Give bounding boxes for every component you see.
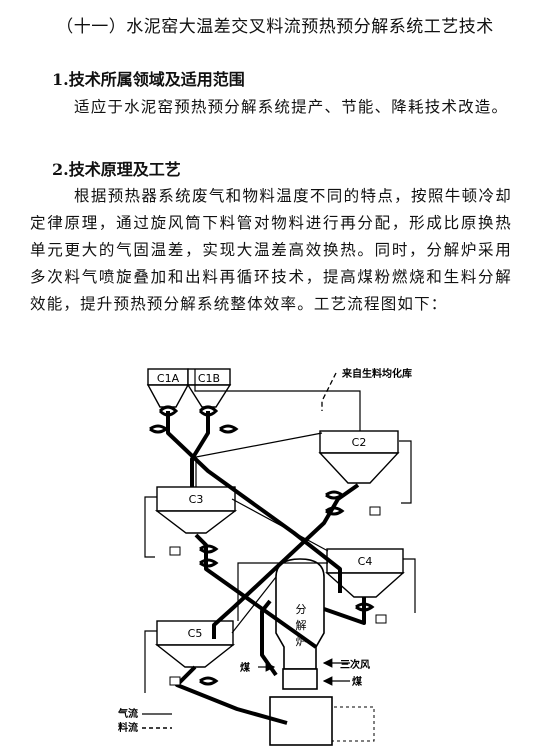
process-flow-diagram: C1A C1B C2 C3 C4 C5 分 解 炉 bbox=[117, 367, 416, 746]
label-calciner-2: 解 bbox=[296, 618, 307, 632]
cyclone-c5 bbox=[154, 620, 236, 668]
label-c1b: C1B bbox=[198, 372, 220, 385]
section-1-paragraph: 适应于水泥窑预热预分解系统提产、节能、降耗技术改造。 bbox=[74, 98, 509, 116]
flap-valves bbox=[149, 424, 375, 686]
material-ducts bbox=[166, 411, 366, 725]
label-feed: 来自生料均化库 bbox=[341, 367, 412, 380]
label-calciner-1: 分 bbox=[296, 603, 307, 616]
cyclone-c2 bbox=[318, 430, 400, 484]
cyclone-c1 bbox=[146, 368, 232, 408]
document-title: （十一）水泥窑大温差交叉料流预热预分解系统工艺技术 bbox=[56, 17, 494, 37]
calciner bbox=[269, 558, 333, 746]
feed-line bbox=[321, 372, 337, 411]
cyclone-c4 bbox=[325, 548, 405, 598]
flap-valves-c1 bbox=[158, 405, 219, 417]
label-c5: C5 bbox=[188, 627, 203, 640]
section-2-heading: 2.技术原理及工艺 bbox=[52, 160, 181, 179]
label-c1a: C1A bbox=[157, 372, 180, 385]
label-c4: C4 bbox=[358, 555, 373, 568]
material-splitters bbox=[169, 506, 387, 686]
label-c2: C2 bbox=[352, 436, 367, 449]
legend-material-label: 料流 bbox=[118, 721, 138, 734]
label-c3: C3 bbox=[189, 493, 204, 506]
legend-gas-label: 气流 bbox=[117, 707, 138, 720]
label-coal-right: 煤 bbox=[352, 675, 362, 688]
cyclone-c3 bbox=[154, 486, 238, 534]
label-coal-left: 煤 bbox=[240, 661, 250, 674]
section-2-paragraph: 根据预热器系统废气和物料温度不同的特点，按照牛顿冷却定律原理，通过旋风筒下料管对… bbox=[30, 187, 512, 313]
legend: 气流 料流 bbox=[117, 707, 172, 734]
label-tertiary-air: 三次风 bbox=[340, 658, 370, 671]
section-1-heading: 1.技术所属领域及适用范围 bbox=[52, 70, 245, 89]
label-calciner-3: 炉 bbox=[296, 635, 307, 648]
tertiary-air-duct bbox=[332, 706, 375, 742]
